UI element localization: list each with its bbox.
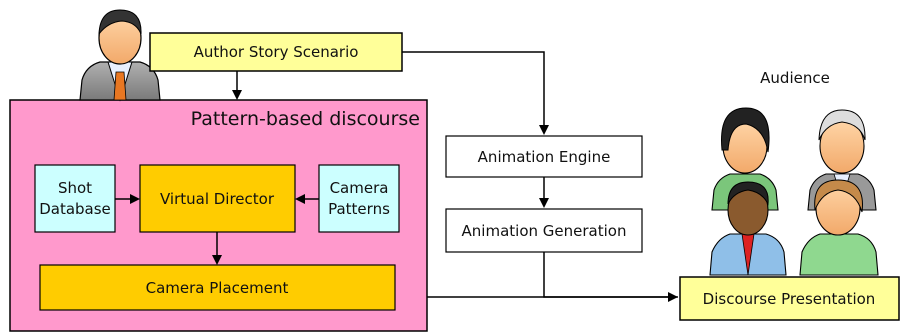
author-story-scenario-box (149, 32, 403, 72)
discourse-presentation-box (679, 276, 900, 321)
camera-patterns-box (318, 164, 400, 233)
audience-label: Audience (760, 69, 830, 87)
camera-patterns-label-line1: Camera (330, 179, 389, 197)
camera-placement-label: Camera Placement (146, 279, 289, 297)
virtual-director-box (139, 164, 296, 233)
shot-database-box (34, 164, 116, 233)
pattern-based-discourse-title: Pattern-based discourse (191, 108, 420, 130)
camera-placement-box (39, 264, 396, 311)
camera-patterns-label-line2: Patterns (328, 200, 390, 218)
animation-engine-label: Animation Engine (478, 148, 611, 166)
animation-generation-box (445, 208, 643, 253)
discourse-presentation-label: Discourse Presentation (703, 290, 876, 308)
shot-database-label-line2: Database (39, 200, 111, 218)
author-person-icon (79, 9, 161, 102)
author-story-scenario-label: Author Story Scenario (194, 43, 359, 61)
arrow-author-to-animation-engine (402, 51, 549, 135)
animation-generation-label: Animation Generation (462, 222, 627, 240)
shot-database-label-line1: Shot (58, 179, 92, 197)
audience-person-icon (709, 181, 787, 276)
animation-engine-box (445, 135, 643, 178)
audience-person-icon (799, 179, 879, 276)
arrow-generation-to-presentation (543, 252, 678, 298)
virtual-director-label: Virtual Director (160, 190, 275, 208)
